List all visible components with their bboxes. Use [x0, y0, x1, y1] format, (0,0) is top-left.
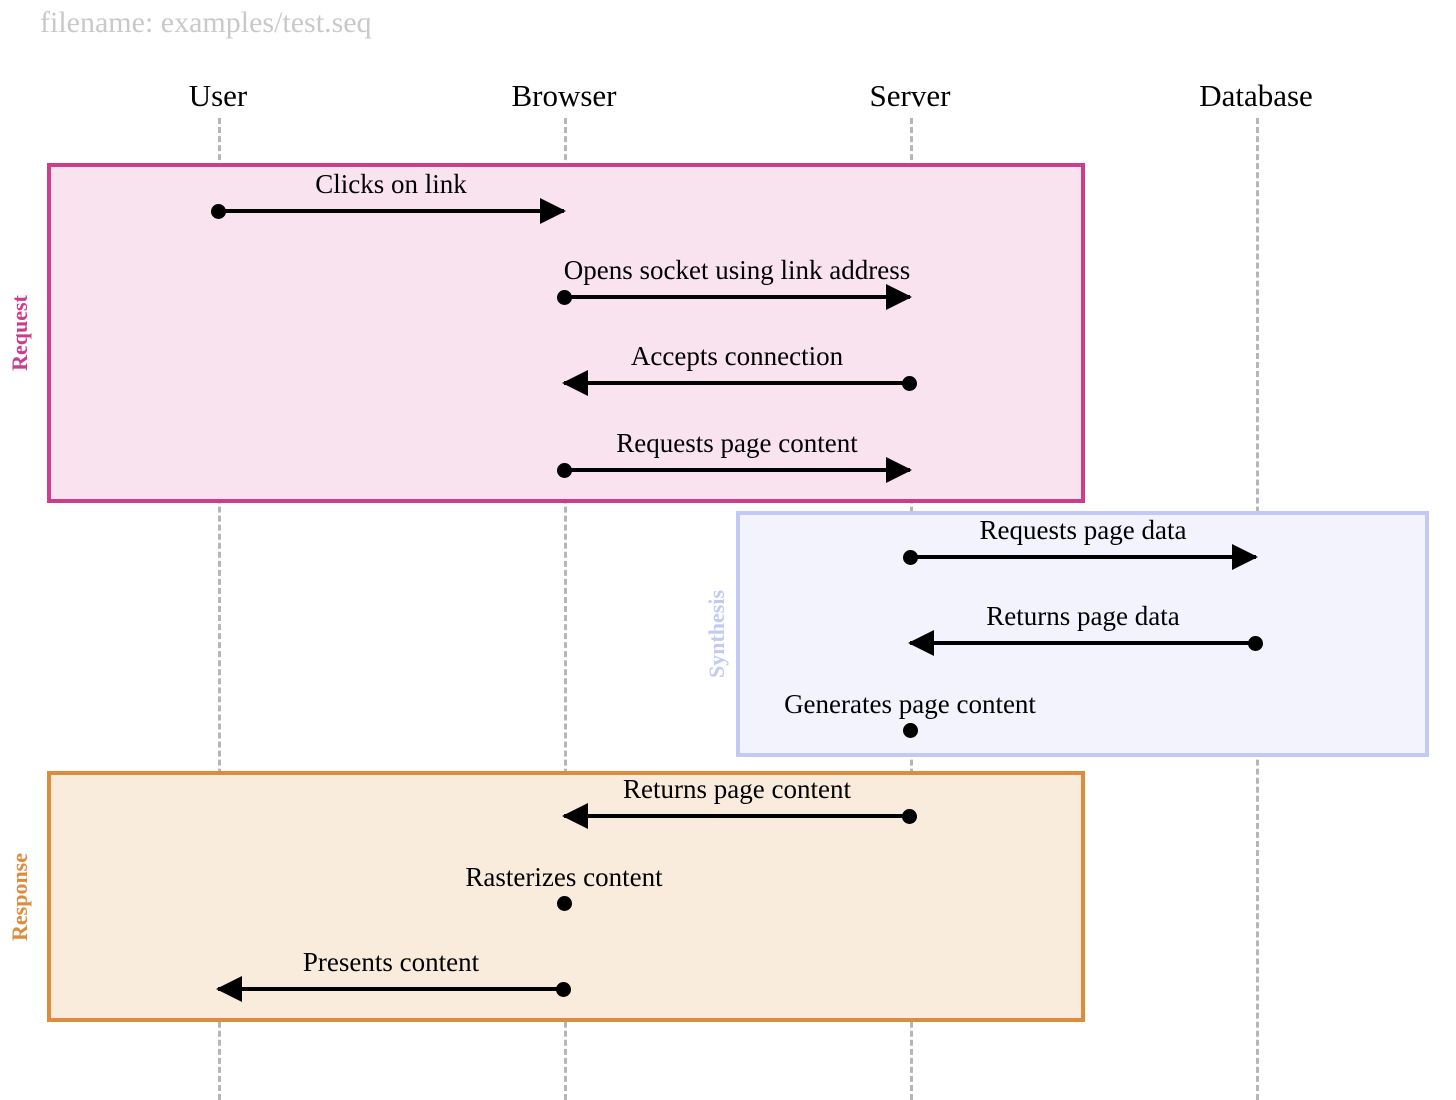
message-origin-dot — [211, 203, 226, 219]
message-origin-dot — [556, 981, 571, 997]
lifeline-browser — [564, 118, 567, 1100]
participant-user[interactable]: User — [188, 78, 248, 113]
arrowhead-icon — [216, 976, 242, 1002]
arrowhead-icon — [886, 284, 912, 310]
message-line — [564, 814, 910, 818]
message-label-rasterizes-content: Rasterizes content — [465, 862, 663, 892]
message-line — [564, 295, 910, 299]
arrowhead-icon — [886, 457, 912, 483]
message-line — [910, 641, 1256, 645]
message-label-requests-page-data: Requests page data — [979, 515, 1187, 545]
group-label-synthesis: Synthesis — [704, 589, 729, 679]
message-label-accepts-connection: Accepts connection — [630, 341, 844, 371]
arrowhead-icon — [1232, 544, 1258, 570]
participant-browser[interactable]: Browser — [511, 78, 617, 113]
message-line — [218, 209, 564, 213]
message-line — [564, 381, 910, 385]
message-label-returns-page-content: Returns page content — [623, 774, 851, 804]
message-origin-dot — [902, 808, 917, 824]
message-origin-dot — [557, 462, 572, 478]
message-label-opens-socket: Opens socket using link address — [563, 255, 911, 285]
arrowhead-icon — [908, 630, 934, 656]
group-block-synthesis[interactable] — [736, 511, 1429, 757]
message-origin-dot — [902, 722, 918, 738]
message-label-clicks-on-link: Clicks on link — [315, 169, 467, 199]
group-label-response: Response — [7, 852, 32, 942]
participant-server[interactable]: Server — [869, 78, 951, 113]
page-title: filename: examples/test.seq — [40, 6, 372, 39]
message-label-requests-page-content: Requests page content — [616, 428, 858, 458]
group-label-request: Request — [7, 295, 32, 371]
message-origin-dot — [557, 289, 572, 305]
message-origin-dot — [556, 895, 572, 911]
message-label-generates-page-content: Generates page content — [784, 689, 1036, 719]
arrowhead-icon — [540, 198, 566, 224]
message-origin-dot — [903, 549, 918, 565]
message-origin-dot — [902, 375, 917, 391]
arrowhead-icon — [562, 370, 588, 396]
message-line — [218, 987, 564, 991]
group-block-request[interactable] — [47, 163, 1085, 503]
participant-database[interactable]: Database — [1199, 78, 1313, 113]
message-label-returns-page-data: Returns page data — [986, 601, 1180, 631]
message-line — [910, 555, 1256, 559]
lifeline-user — [218, 118, 221, 1100]
arrowhead-icon — [562, 803, 588, 829]
message-label-presents-content: Presents content — [302, 947, 480, 977]
message-line — [564, 468, 910, 472]
message-origin-dot — [1248, 635, 1263, 651]
